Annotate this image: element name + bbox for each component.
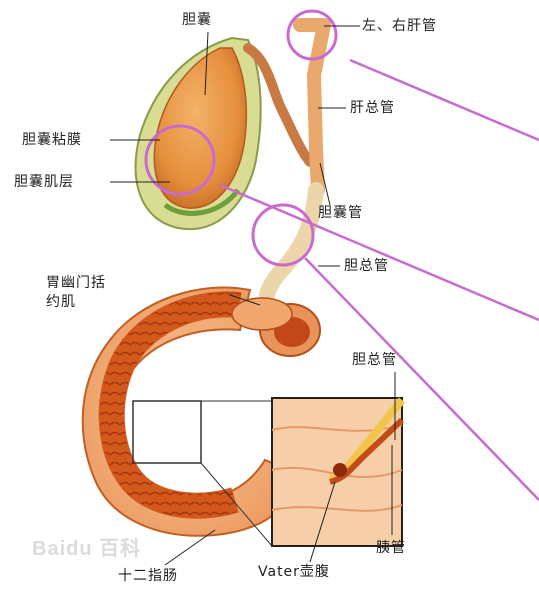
zoom-box-small	[133, 401, 201, 463]
label-pancreatic-duct: 胰管	[376, 540, 406, 556]
label-ampulla: Vater壶腹	[258, 564, 330, 580]
label-hepatic-ducts: 左、右肝管	[362, 18, 437, 34]
label-gallbladder: 胆囊	[182, 12, 212, 28]
label-common-bile-duct: 胆总管	[344, 258, 389, 274]
label-bile-duct-inset: 胆总管	[352, 352, 397, 368]
label-mucosa: 胆囊粘膜	[22, 132, 82, 148]
label-pyloric-sphincter: 胃幽门括约肌	[46, 274, 118, 312]
label-duodenum: 十二指肠	[118, 568, 178, 584]
label-cystic-duct: 胆囊管	[318, 205, 363, 221]
label-muscle-layer: 胆囊肌层	[14, 174, 74, 190]
watermark-logo: Baidu 百科	[32, 532, 141, 561]
label-common-hepatic-duct: 肝总管	[350, 100, 395, 116]
